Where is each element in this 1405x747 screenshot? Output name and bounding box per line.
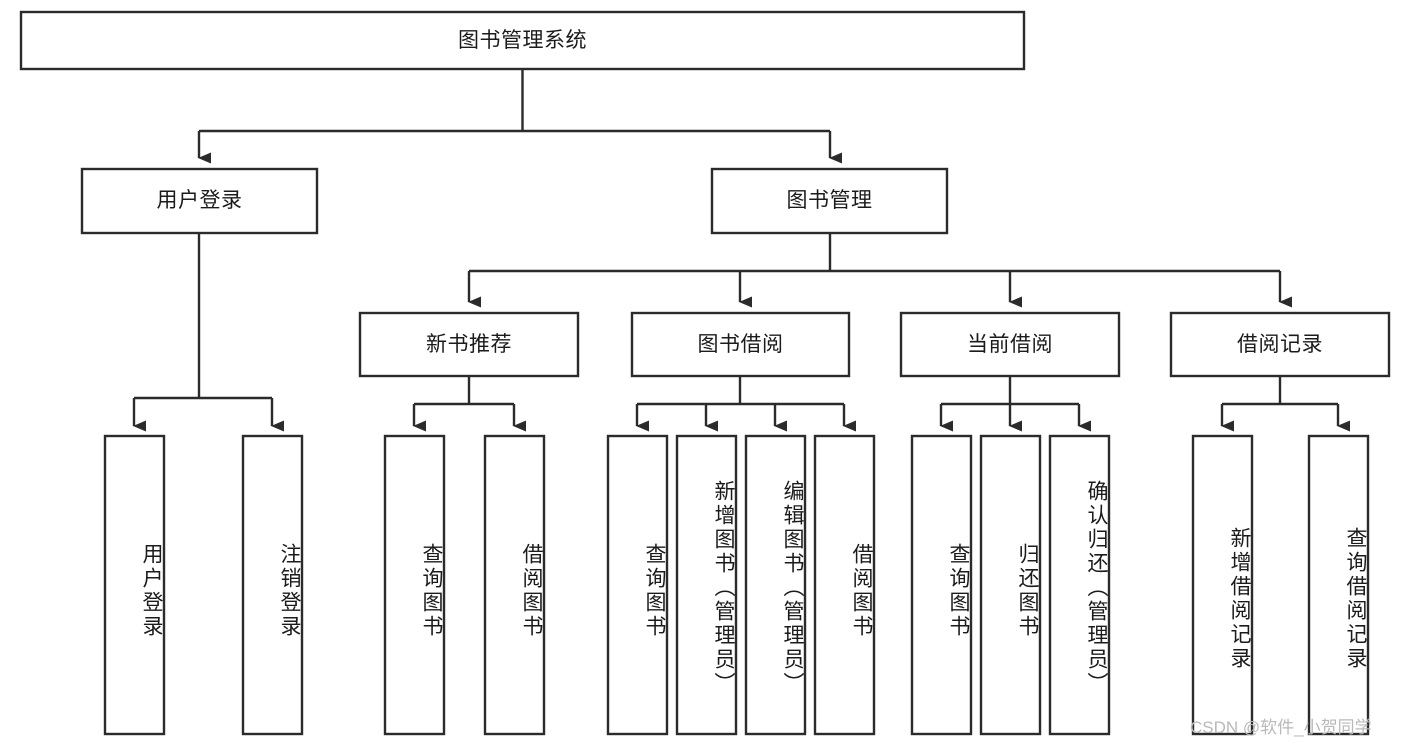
- leaf-box-book-borrow-2[interactable]: [744, 434, 807, 736]
- leaf-box-current-borrow-2[interactable]: [1048, 434, 1111, 736]
- node-box-new-book-recommend[interactable]: [358, 311, 580, 378]
- node-box-root[interactable]: [19, 10, 1026, 71]
- leaf-box-new-book-1[interactable]: [483, 434, 546, 736]
- node-box-book-borrow[interactable]: [630, 311, 851, 378]
- leaf-box-new-book-0[interactable]: [383, 434, 446, 736]
- node-box-group: [19, 10, 1391, 736]
- node-box-current-borrow[interactable]: [899, 311, 1121, 378]
- leaf-box-borrow-record-1[interactable]: [1307, 434, 1370, 736]
- node-box-book-manage[interactable]: [710, 167, 949, 235]
- leaf-box-user-login-0[interactable]: [103, 434, 166, 736]
- connector-group: [132, 69, 1350, 432]
- leaf-box-current-borrow-0[interactable]: [910, 434, 973, 736]
- leaf-box-user-login-1[interactable]: [241, 434, 304, 736]
- leaf-box-book-borrow-3[interactable]: [813, 434, 876, 736]
- leaf-box-current-borrow-1[interactable]: [979, 434, 1042, 736]
- node-box-borrow-record[interactable]: [1169, 311, 1391, 378]
- leaf-box-book-borrow-1[interactable]: [675, 434, 738, 736]
- leaf-box-book-borrow-0[interactable]: [606, 434, 669, 736]
- leaf-box-borrow-record-0[interactable]: [1191, 434, 1254, 736]
- node-box-user-login[interactable]: [80, 167, 319, 235]
